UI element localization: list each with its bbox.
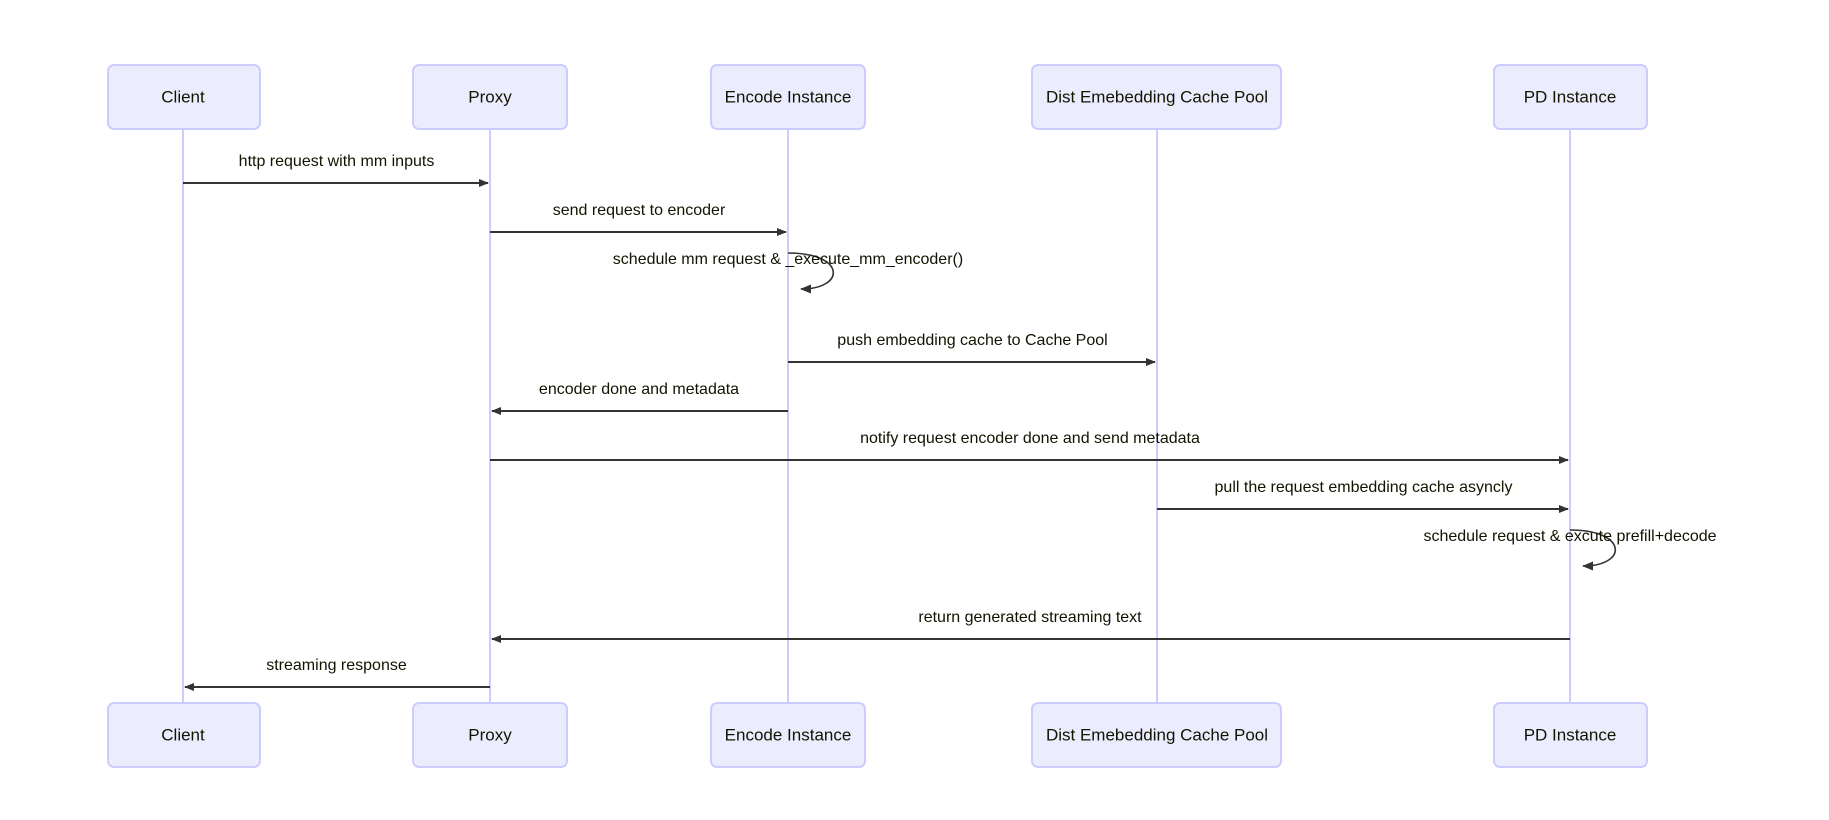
message-m8[interactable]: schedule request & excute prefill+decode [1423, 528, 1717, 571]
actor-box-client-bottom[interactable]: Client [107, 702, 261, 768]
message-label: encoder done and metadata [539, 381, 739, 398]
message-m5[interactable]: encoder done and metadata [491, 381, 788, 415]
actor-label-client: Client [161, 87, 205, 106]
message-m4[interactable]: push embedding cache to Cache Pool [788, 332, 1156, 366]
message-label: schedule mm request & _execute_mm_encode… [613, 251, 963, 268]
actor-label-cachepool: Dist Emebedding Cache Pool [1046, 725, 1268, 744]
actor-box-rect [107, 64, 261, 130]
actors-bottom-layer: Client Proxy Encode Instance Dist Emebeddin… [107, 702, 1648, 768]
actor-box-proxy-bottom[interactable]: Proxy [412, 702, 568, 768]
actor-label-proxy: Proxy [468, 87, 512, 106]
message-label: schedule request & excute prefill+decode [1423, 528, 1716, 545]
actor-label-encoder: Encode Instance [725, 725, 852, 744]
actor-box-rect [107, 702, 261, 768]
message-label: return generated streaming text [918, 609, 1142, 626]
message-m6[interactable]: notify request encoder done and send met… [490, 430, 1569, 464]
message-m7[interactable]: pull the request embedding cache asyncly [1157, 479, 1569, 513]
message-label: notify request encoder done and send met… [860, 430, 1200, 447]
actor-label-cachepool: Dist Emebedding Cache Pool [1046, 87, 1268, 106]
actor-box-client-top[interactable]: Client [107, 64, 261, 130]
self-loop-path [787, 252, 834, 294]
messages-layer: http request with mm inputs send request … [183, 153, 1717, 691]
actor-box-rect [710, 64, 866, 130]
actor-box-rect [412, 702, 568, 768]
actor-label-pd: PD Instance [1524, 87, 1617, 106]
actor-box-pd-bottom[interactable]: PD Instance [1493, 702, 1648, 768]
actor-label-pd: PD Instance [1524, 725, 1617, 744]
message-m3[interactable]: schedule mm request & _execute_mm_encode… [613, 251, 963, 294]
message-label: pull the request embedding cache asyncly [1215, 479, 1513, 496]
actor-box-rect [412, 64, 568, 130]
message-label: send request to encoder [553, 202, 726, 219]
message-m10[interactable]: streaming response [184, 657, 490, 691]
message-m9[interactable]: return generated streaming text [491, 609, 1570, 643]
actor-box-pd-top[interactable]: PD Instance [1493, 64, 1648, 130]
message-label: streaming response [266, 657, 407, 674]
actor-box-rect [1031, 702, 1282, 768]
actor-box-cachepool-bottom[interactable]: Dist Emebedding Cache Pool [1031, 702, 1282, 768]
actor-label-proxy: Proxy [468, 725, 512, 744]
actor-label-encoder: Encode Instance [725, 87, 852, 106]
actor-box-rect [710, 702, 866, 768]
actor-box-rect [1493, 702, 1648, 768]
self-loop-path [1569, 529, 1616, 571]
actor-box-encoder-top[interactable]: Encode Instance [710, 64, 866, 130]
message-label: http request with mm inputs [239, 153, 435, 170]
actor-box-proxy-top[interactable]: Proxy [412, 64, 568, 130]
actor-box-cachepool-top[interactable]: Dist Emebedding Cache Pool [1031, 64, 1282, 130]
lifelines-layer [182, 129, 1571, 703]
actor-box-rect [1493, 64, 1648, 130]
actor-label-client: Client [161, 725, 205, 744]
actor-box-encoder-bottom[interactable]: Encode Instance [710, 702, 866, 768]
message-m2[interactable]: send request to encoder [490, 202, 787, 236]
actors-top-layer: Client Proxy Encode Instance Dist Emebeddin… [107, 64, 1648, 130]
actor-box-rect [1031, 64, 1282, 130]
message-label: push embedding cache to Cache Pool [837, 332, 1107, 349]
message-m1[interactable]: http request with mm inputs [183, 153, 489, 187]
